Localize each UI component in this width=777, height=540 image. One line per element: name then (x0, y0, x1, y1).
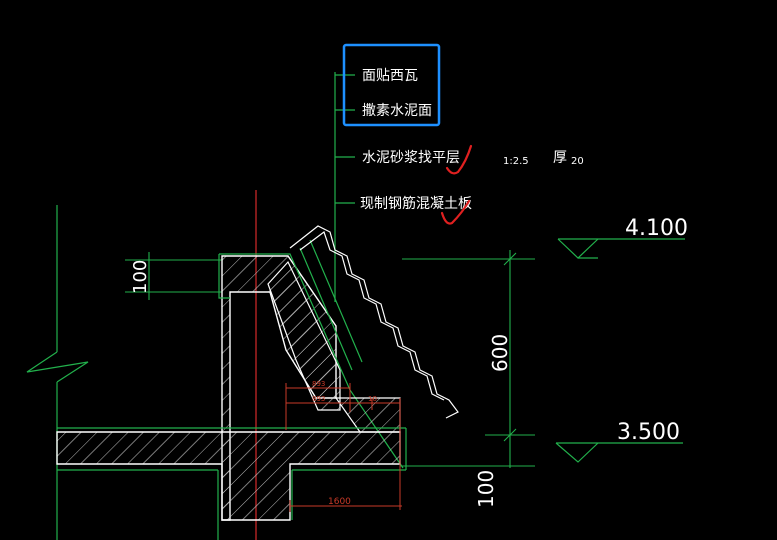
elevation-marker-bottom (555, 442, 683, 463)
layer-label-leveling: 水泥砂浆找平层 (362, 150, 460, 166)
dim-overhang: 1600 (328, 497, 351, 507)
parapet-dimension (125, 252, 222, 300)
elevation-marker-top (557, 238, 685, 259)
layer-label-cement-wash: 撒素水泥面 (362, 103, 432, 119)
dim-small-3: 10 (368, 395, 377, 403)
elevation-top-label: 4.100 (625, 216, 688, 241)
dim-small-2: 893 (312, 395, 325, 403)
blue-highlight-box (342, 43, 441, 127)
detail-dimensions (285, 383, 402, 512)
thickness-value: 20 (571, 156, 584, 167)
thickness-label: 厚 (553, 150, 567, 166)
left-wall (26, 205, 89, 540)
dimension-slab-label: 100 (474, 470, 498, 508)
red-checkmark-icon (440, 199, 471, 225)
roof-tiles (289, 225, 459, 419)
slab-outline (57, 427, 407, 540)
red-checkmark-icon (445, 144, 473, 175)
parapet-thickness-label: 100 (130, 260, 151, 294)
layer-label-tile: 面贴西瓦 (362, 68, 418, 84)
elevation-bottom-label: 3.500 (617, 420, 680, 445)
dimension-rise (402, 250, 535, 468)
dimension-rise-label: 600 (488, 334, 512, 372)
dim-small-1: 893 (312, 380, 325, 388)
inclined-slab (267, 260, 341, 411)
detail-dimension-labels: 893 893 10 1600 (312, 380, 377, 507)
layer-labels: 面贴西瓦 撒素水泥面 水泥砂浆找平层 现制钢筋混凝土板 1:2.5 厚 20 (360, 68, 584, 212)
mortar-ratio: 1:2.5 (503, 156, 529, 167)
layer-label-rc-slab: 现制钢筋混凝土板 (360, 195, 472, 212)
